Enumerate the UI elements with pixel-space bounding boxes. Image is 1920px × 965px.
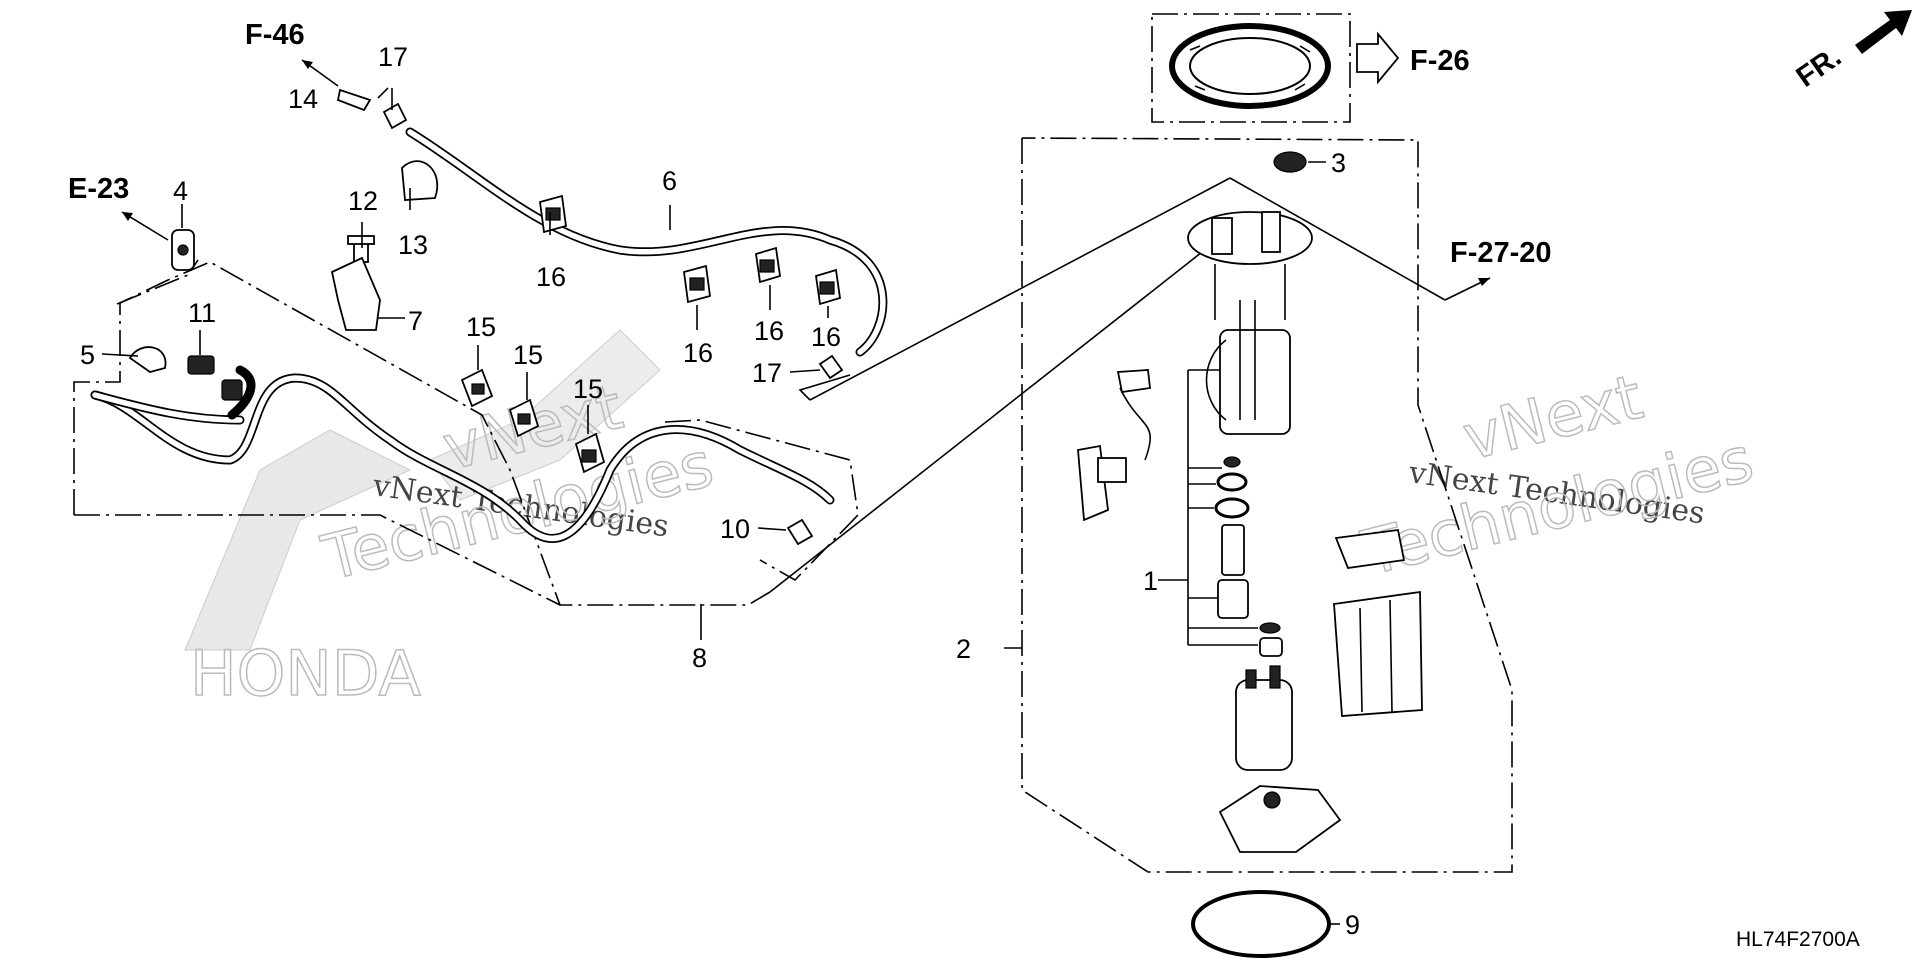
arrow-head-icon — [1478, 278, 1490, 286]
callout-1[interactable]: 1 — [1143, 566, 1158, 596]
ref-f27-20[interactable]: F-27-20 — [1450, 237, 1552, 269]
clip-part-16-b[interactable] — [683, 264, 711, 304]
fuel-pump-housing[interactable] — [1333, 528, 1423, 717]
base-gasket-part-9[interactable] — [1191, 890, 1331, 958]
honda-watermark-text: HONDA — [190, 637, 421, 710]
clip-part-4[interactable] — [171, 229, 195, 271]
callout-11[interactable]: 11 — [188, 298, 216, 328]
callout-17-a[interactable]: 17 — [378, 42, 408, 72]
ref-f26-arrow-icon — [1356, 31, 1400, 85]
fuel-pump-seals[interactable] — [1214, 456, 1283, 657]
callout-9[interactable]: 9 — [1345, 910, 1360, 940]
callout-15-a[interactable]: 15 — [466, 312, 496, 342]
front-label: FR. — [1791, 41, 1848, 94]
leader-pump-f27 — [1229, 177, 1446, 301]
breather-tube[interactable] — [405, 127, 888, 357]
fuel-pump-module[interactable] — [1187, 211, 1313, 435]
grommet-part-3[interactable] — [1273, 151, 1307, 173]
clip-part-15-a[interactable] — [460, 368, 494, 408]
callout-2[interactable]: 2 — [956, 634, 971, 664]
cap-part-17-bottom[interactable] — [818, 354, 844, 380]
cap-part-17-top[interactable] — [382, 102, 408, 130]
callout-13[interactable]: 13 — [398, 230, 428, 260]
leader-clip-17 — [798, 374, 851, 401]
pump-assembly-outline — [1021, 137, 1513, 873]
leader-pump-top — [809, 177, 1231, 401]
fuel-pump-lock-ring[interactable] — [1169, 23, 1331, 109]
fuel-level-sender[interactable] — [1077, 369, 1151, 522]
ref-f46[interactable]: F-46 — [245, 19, 305, 51]
leader-14-17 — [377, 87, 389, 99]
watermark-texts: vNext Technologies vNext Technologies vN… — [314, 359, 1761, 595]
callout-17-b[interactable]: 17 — [752, 358, 782, 388]
callout-6[interactable]: 6 — [662, 166, 677, 196]
leader-pump-bottom — [769, 229, 1231, 593]
hose-outline-bottom — [74, 514, 561, 606]
clip-part-11[interactable] — [187, 355, 243, 401]
callout-12[interactable]: 12 — [348, 186, 378, 216]
diagram-code: HL74F2700A — [1736, 928, 1860, 951]
front-direction-indicator: FR. — [1791, 10, 1912, 94]
callout-16-b[interactable]: 16 — [683, 338, 713, 368]
callout-8[interactable]: 8 — [692, 643, 707, 673]
clamp-part-5[interactable] — [128, 346, 167, 373]
leader-10 — [757, 527, 787, 531]
bracket-part-7[interactable] — [330, 256, 381, 331]
honda-logo-watermark: HONDA — [184, 329, 661, 711]
clip-part-16-a[interactable] — [539, 194, 567, 234]
clip-part-15-b[interactable] — [508, 398, 540, 438]
arrow-head-icon — [302, 60, 313, 69]
fuel-pump-base[interactable] — [1218, 785, 1342, 853]
clip-part-15-c[interactable] — [574, 432, 606, 474]
leader-1 — [1158, 369, 1258, 646]
callout-15-c[interactable]: 15 — [573, 374, 603, 404]
callout-4[interactable]: 4 — [173, 176, 188, 206]
front-arrow-icon — [1855, 10, 1912, 54]
callout-15-b[interactable]: 15 — [513, 340, 543, 370]
clip-part-16-d[interactable] — [814, 268, 842, 306]
callout-14[interactable]: 14 — [288, 84, 318, 114]
clip-part-16-c[interactable] — [754, 246, 782, 284]
fuel-feed-hoses[interactable] — [90, 365, 835, 543]
callout-16-c[interactable]: 16 — [754, 316, 784, 346]
arrow-head-icon — [122, 212, 133, 221]
leader-5 — [101, 353, 139, 357]
clip-part-13[interactable] — [401, 160, 439, 201]
clip-part-10[interactable] — [786, 518, 814, 546]
callout-3[interactable]: 3 — [1331, 148, 1346, 178]
lock-ring-dashed-box — [1151, 13, 1351, 123]
leader-17b — [789, 369, 821, 373]
callout-16-d[interactable]: 16 — [811, 322, 841, 352]
callout-10[interactable]: 10 — [720, 514, 750, 544]
ref-e23[interactable]: E-23 — [68, 173, 129, 205]
callout-16-a[interactable]: 16 — [536, 262, 566, 292]
callout-5[interactable]: 5 — [80, 340, 95, 370]
connector-part-14[interactable] — [336, 88, 372, 112]
callout-7[interactable]: 7 — [408, 306, 423, 336]
ref-f26[interactable]: F-26 — [1410, 45, 1470, 77]
fuel-pump-motor[interactable] — [1235, 665, 1293, 771]
